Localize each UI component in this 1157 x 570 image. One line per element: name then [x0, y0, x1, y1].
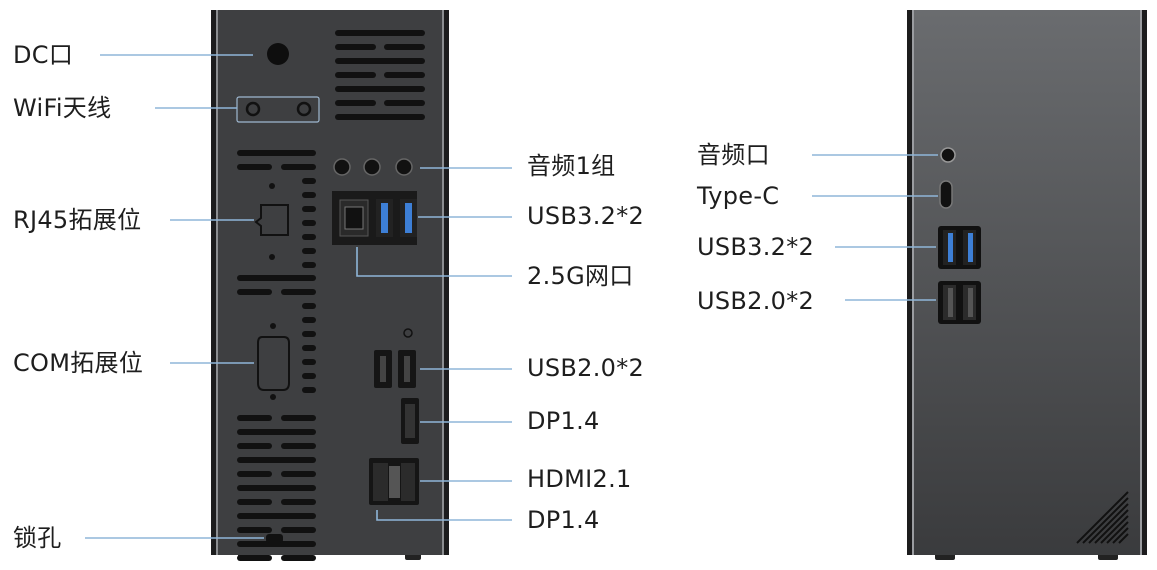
vent-slot [302, 317, 316, 323]
com-knockout [257, 323, 290, 400]
vent-slot [302, 345, 316, 351]
vent-slot [281, 471, 316, 477]
vent-slot [237, 150, 316, 156]
vent-slot [335, 114, 425, 120]
vent-slot [302, 359, 316, 365]
vent-slot [384, 100, 425, 106]
front-usb3-ports [938, 226, 981, 269]
label-2-5g-lan: 2.5G网口 [527, 262, 634, 290]
vent-slot [237, 443, 272, 449]
label-com-expansion: COM拓展位 [13, 349, 144, 377]
vent-slot [384, 72, 425, 78]
lock-slot [266, 534, 283, 543]
vent-slot [237, 485, 316, 491]
vent-slot [302, 192, 316, 198]
vent-slot [335, 100, 376, 106]
vent-slot [335, 58, 425, 64]
vent-slot [237, 541, 316, 547]
vent-slot [302, 206, 316, 212]
vent-slot [302, 248, 316, 254]
usb2-ports [374, 350, 416, 388]
vent-slot [384, 44, 425, 50]
vent-slot [302, 373, 316, 379]
vent-slot [281, 289, 316, 295]
vent-slot [302, 178, 316, 184]
vent-slot [281, 499, 316, 505]
vent-slot [281, 443, 316, 449]
vent-slot [302, 387, 316, 393]
label-dp14-bottom: DP1.4 [527, 506, 600, 534]
label-usb20: USB2.0*2 [527, 354, 645, 382]
label-lock-slot: 锁孔 [13, 524, 62, 552]
label-wifi-antenna: WiFi天线 [13, 94, 112, 122]
label-type-c: Type-C [697, 182, 780, 210]
vent-slot [237, 429, 316, 435]
vent-slot [237, 289, 272, 295]
vent-slot [281, 164, 316, 170]
vent-slot [302, 234, 316, 240]
vent-slot [302, 303, 316, 309]
dp-port [401, 398, 419, 444]
vent-slot [302, 262, 316, 268]
label-front-usb32: USB3.2*2 [697, 233, 815, 261]
vent-slot [281, 527, 316, 533]
lan-usb3-block [332, 191, 417, 245]
vent-slot [237, 499, 272, 505]
vent-slot [302, 331, 316, 337]
vent-slot [237, 513, 316, 519]
dc-port [267, 43, 289, 65]
vent-slot [281, 415, 316, 421]
vent-slot [237, 527, 272, 533]
vent-slot [237, 164, 272, 170]
vent-slot [237, 471, 272, 477]
vent-slots [237, 30, 425, 561]
label-front-usb20: USB2.0*2 [697, 287, 815, 315]
label-hdmi21: HDMI2.1 [527, 465, 632, 493]
vent-slot [335, 44, 376, 50]
vent-slot [302, 220, 316, 226]
rj45-knockout [254, 183, 289, 260]
audio-jacks [333, 158, 413, 176]
label-dp14-top: DP1.4 [527, 407, 600, 435]
vent-slot [281, 555, 316, 561]
label-front-audio: 音频口 [697, 141, 770, 169]
front-audio-jack [940, 147, 956, 163]
vent-slot [237, 555, 272, 561]
vent-slot [335, 86, 425, 92]
vent-slot [237, 457, 316, 463]
vent-slot [237, 415, 272, 421]
vent-slot [335, 30, 425, 36]
vent-slot [237, 275, 316, 281]
type-c-port [939, 180, 953, 209]
label-audio-group: 音频1组 [527, 152, 616, 180]
label-usb32: USB3.2*2 [527, 202, 645, 230]
label-dc-port: DC口 [13, 41, 74, 69]
hdmi-dp-ports [369, 458, 419, 505]
leader-lines [85, 54, 938, 539]
front-usb2-ports [938, 281, 981, 324]
wifi-antenna-holes [236, 96, 320, 123]
vent-slot [335, 72, 376, 78]
label-rj45-expansion: RJ45拓展位 [13, 206, 142, 234]
